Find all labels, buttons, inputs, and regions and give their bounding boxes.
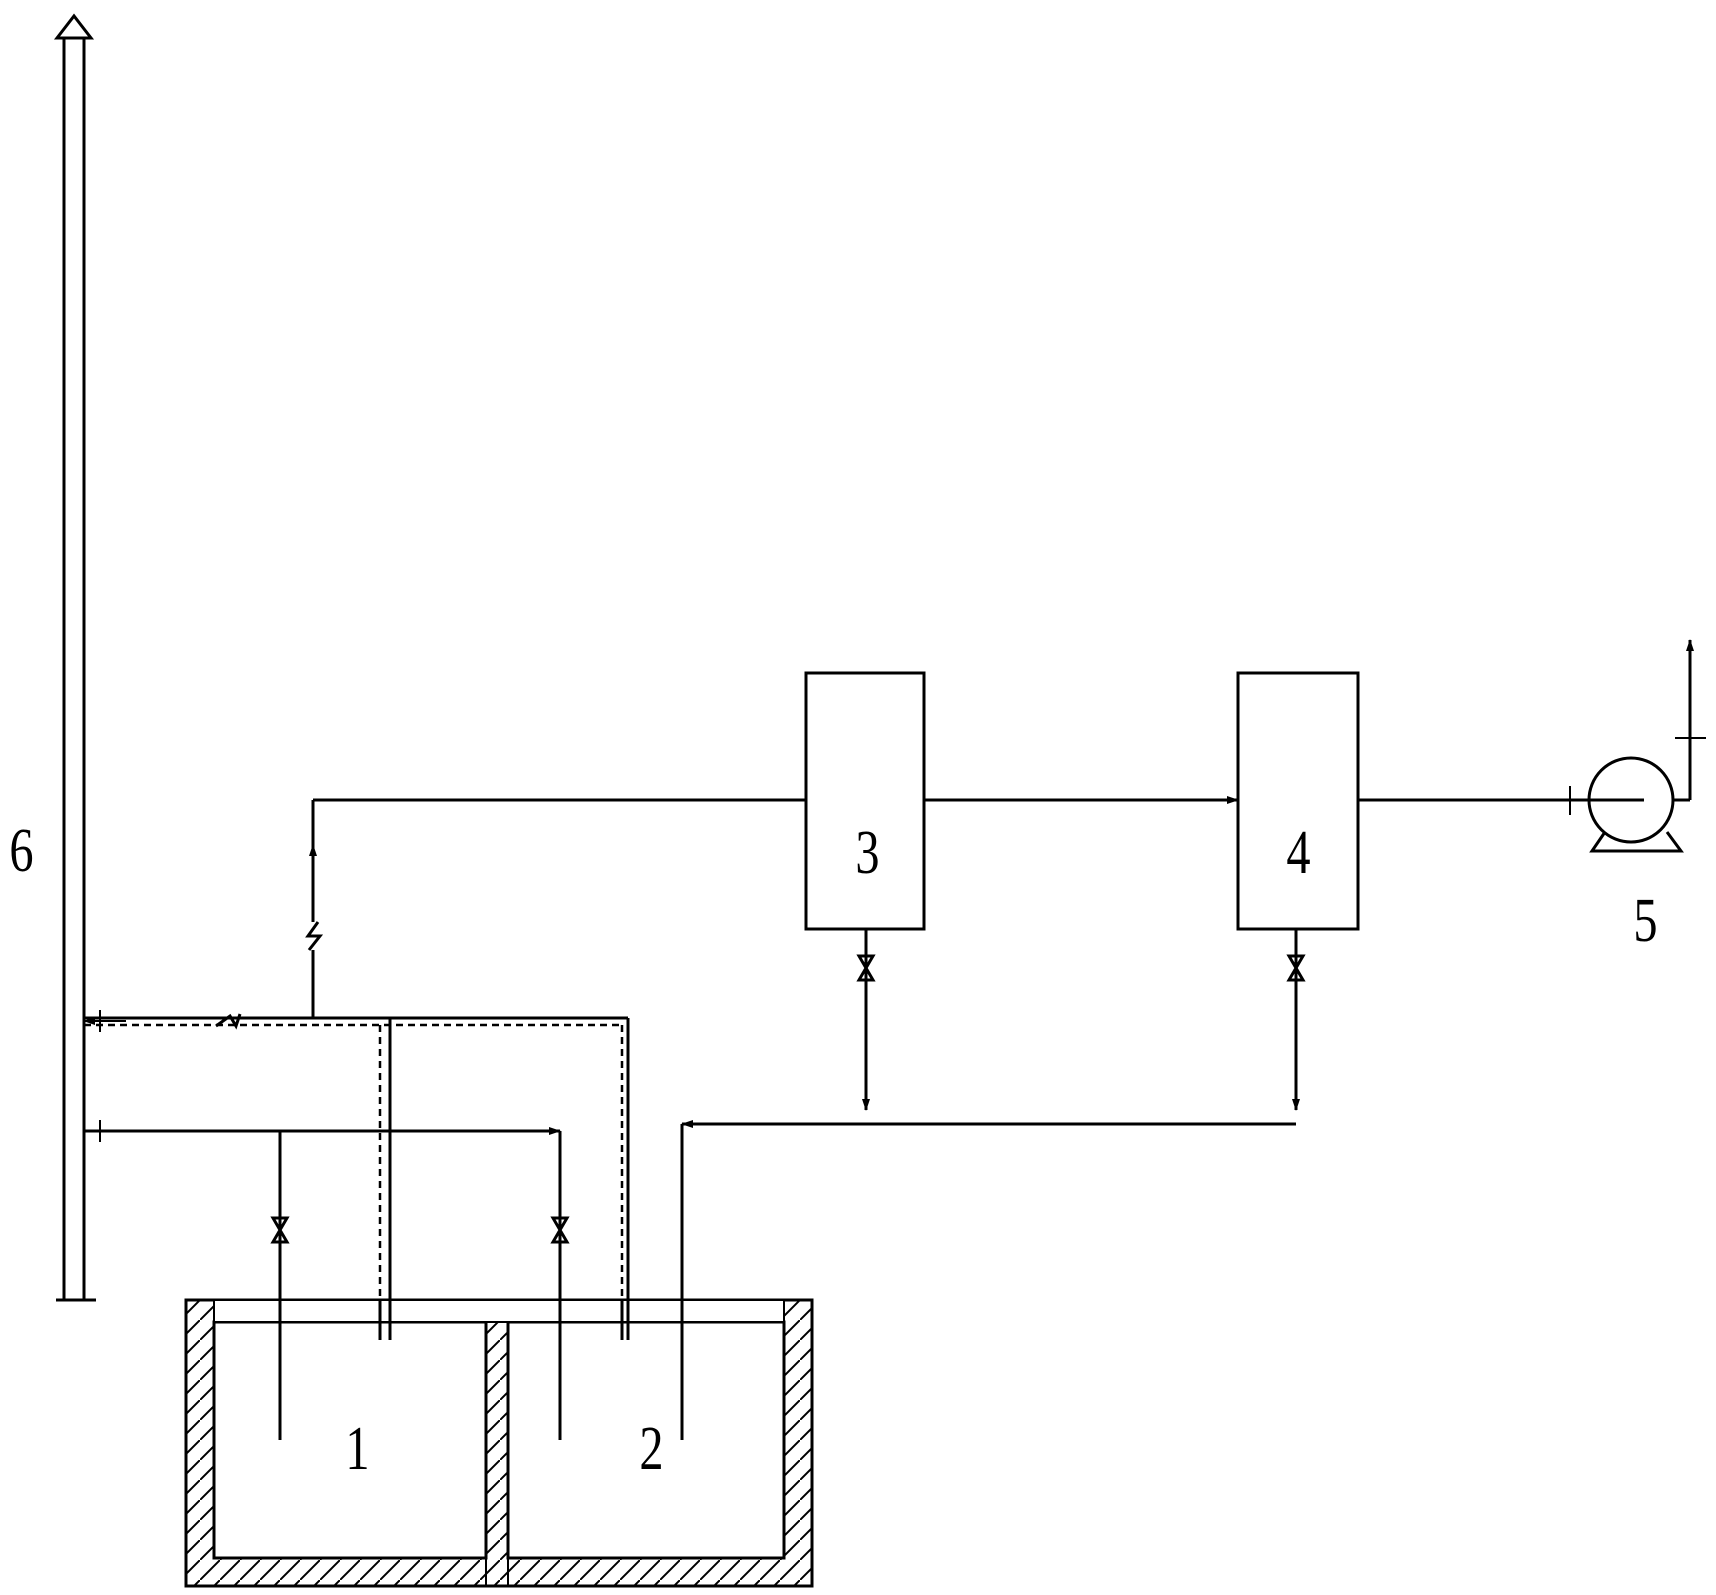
- label-6: 6: [9, 817, 34, 885]
- gas-collection-line: [83, 1010, 630, 1340]
- fan-symbol: [1587, 639, 1706, 853]
- vent-stack: [53, 13, 96, 1302]
- tank-pipes: [278, 1300, 684, 1440]
- label-1: 1: [345, 1415, 370, 1483]
- riser-line: [305, 798, 806, 1018]
- tank-enclosure: [184, 1298, 814, 1588]
- label-2: 2: [639, 1415, 664, 1483]
- unit-4-box: [1236, 671, 1360, 931]
- unit-3-box: [804, 671, 926, 931]
- label-3: 3: [855, 819, 880, 887]
- label-5: 5: [1633, 887, 1658, 955]
- label-4: 4: [1286, 819, 1311, 887]
